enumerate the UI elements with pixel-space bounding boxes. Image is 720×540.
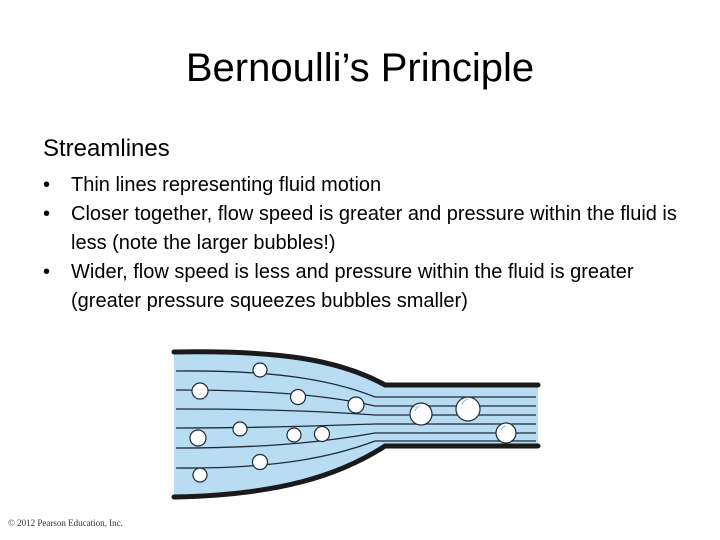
slide-title: Bernoulli’s Principle (185, 46, 535, 90)
copyright-notice: © 2012 Pearson Education, Inc. (8, 518, 123, 528)
bubble (251, 453, 269, 471)
bullet-icon: • (43, 203, 51, 225)
streamline (175, 370, 536, 398)
section-heading: Streamlines (43, 135, 170, 162)
pipe-diagram-svg (171, 349, 541, 500)
bubble (455, 396, 481, 422)
pipe-top-wall (171, 349, 541, 388)
bubble (192, 467, 208, 483)
bubble (286, 427, 302, 443)
bullet-text: Thin lines representing fluid motion (71, 174, 382, 196)
streamline (175, 440, 536, 469)
bubble (191, 382, 209, 400)
bubble (252, 362, 268, 378)
bubble (232, 421, 248, 437)
bullet-item: • Thin lines representing fluid motion (43, 171, 683, 200)
bullet-item: • Closer together, flow speed is greater… (43, 200, 683, 258)
bubble-highlight (414, 405, 421, 412)
streamline (175, 432, 536, 449)
streamline-pipe-illustration (170, 345, 542, 525)
bubble (313, 425, 331, 443)
streamline (175, 423, 536, 429)
bullet-icon: • (43, 174, 51, 196)
bubble-highlight (461, 398, 469, 406)
pipe-bottom-wall (171, 443, 541, 500)
bubble-highlight (500, 425, 507, 431)
bubble (409, 402, 433, 426)
bullet-text: Wider, flow speed is less and pressure w… (71, 261, 634, 312)
bullet-list: • Thin lines representing fluid motion •… (43, 171, 683, 316)
bullet-item: • Wider, flow speed is less and pressure… (43, 258, 683, 316)
bullet-text: Closer together, flow speed is greater a… (71, 203, 677, 254)
bubble (495, 422, 517, 444)
bubble (189, 429, 207, 447)
bubble (347, 396, 365, 414)
streamline (175, 408, 536, 416)
bullet-icon: • (43, 261, 51, 283)
bubble (289, 388, 307, 406)
